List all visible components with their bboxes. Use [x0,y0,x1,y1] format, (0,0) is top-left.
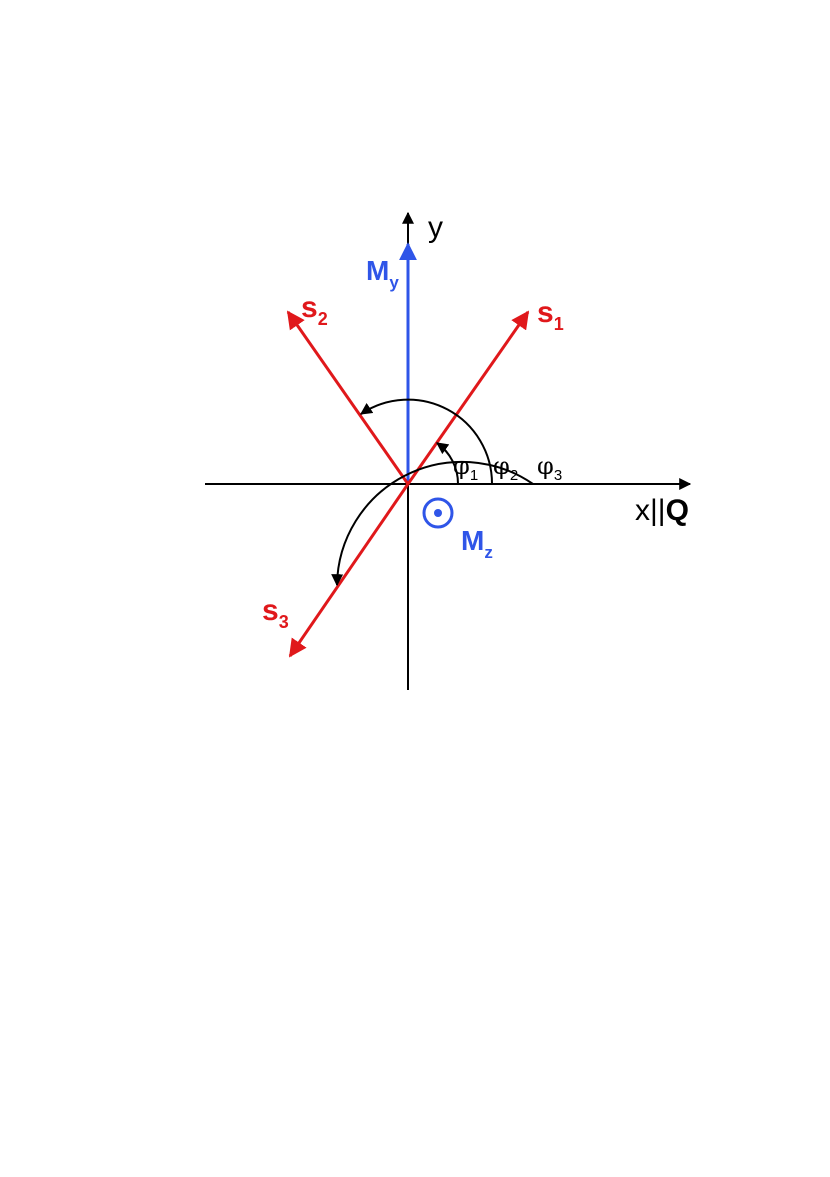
phi3-angle-arc [331,460,534,587]
s3-vector-arrow [288,483,410,658]
phi3-label: φ3 [537,452,562,484]
s3-label: s3 [262,594,289,632]
my-label: My [366,255,399,292]
s2-label: s2 [301,291,328,329]
s1-vector-arrow [406,310,530,485]
phi2-label: φ2 [493,452,518,484]
s2-vector-arrow [286,310,410,485]
mz-out-of-plane-icon [422,497,454,529]
phi1-angle-arc [436,442,460,485]
phi2-angle-arc [360,398,494,485]
mz-label: Mz [461,525,493,562]
y-axis-label: y [428,211,443,244]
s1-label: s1 [537,296,564,334]
phi1-label: φ1 [453,452,478,484]
mz-dot-icon [434,509,442,517]
x-axis-label: x||Q [635,494,689,527]
